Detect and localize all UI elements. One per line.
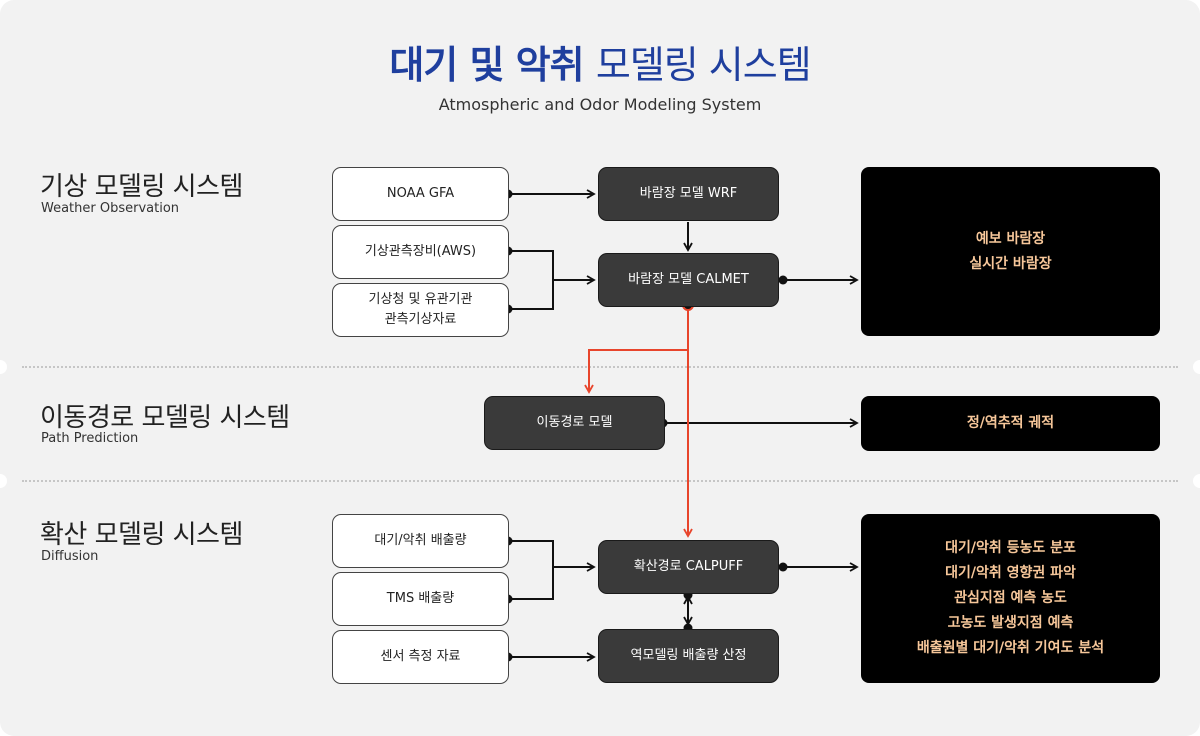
divider-notch-right-1	[1193, 360, 1200, 374]
divider-notch-left-1	[0, 360, 7, 374]
section-subtitle-weather: Weather Observation	[41, 201, 180, 216]
output-weather: 예보 바람장 실시간 바람장	[861, 167, 1160, 336]
port-calmet-out	[778, 275, 788, 285]
source-aws: 기상관측장비(AWS)	[332, 225, 509, 279]
section-title-weather: 기상 모델링 시스템	[40, 172, 243, 202]
section-divider-2	[22, 480, 1178, 482]
output-weather-item: 예보 바람장	[975, 230, 1046, 247]
source-sensor: 센서 측정 자료	[332, 630, 509, 684]
output-diffusion: 대기/악취 등농도 분포 대기/악취 영향권 파악 관심지점 예측 농도 고농도…	[861, 514, 1160, 683]
output-diffusion-item: 고농도 발생지점 예측	[947, 615, 1074, 631]
source-tms: TMS 배출량	[332, 572, 509, 626]
wire-aws-merge	[508, 250, 554, 310]
output-diffusion-item: 배출원별 대기/악취 기여도 분석	[916, 640, 1105, 656]
output-diffusion-item: 대기/악취 등농도 분포	[945, 540, 1076, 556]
section-subtitle-diffusion: Diffusion	[41, 549, 99, 564]
section-divider-1	[22, 366, 1178, 368]
title-light: 모델링 시스템	[595, 43, 812, 87]
section-subtitle-path: Path Prediction	[41, 431, 139, 446]
divider-notch-left-2	[0, 474, 7, 488]
source-emission: 대기/악취 배출량	[332, 514, 509, 568]
output-path: 정/역추적 궤적	[861, 396, 1160, 451]
output-path-item: 정/역추적 궤적	[966, 415, 1055, 431]
output-diffusion-item: 관심지점 예측 농도	[954, 590, 1067, 606]
page-title: 대기 및 악취 모델링 시스템	[0, 34, 1200, 89]
wire-emission-merge	[508, 540, 554, 600]
model-inverse: 역모델링 배출량 산정	[598, 629, 779, 683]
title-bold: 대기 및 악취	[389, 43, 584, 87]
port-calpuff-out	[778, 562, 788, 572]
section-title-path: 이동경로 모델링 시스템	[40, 403, 290, 433]
model-path: 이동경로 모델	[484, 396, 665, 450]
output-diffusion-item: 대기/악취 영향권 파악	[945, 565, 1076, 581]
model-calmet: 바람장 모델 CALMET	[598, 253, 779, 307]
source-noaa-gfa: NOAA GFA	[332, 167, 509, 221]
model-wrf: 바람장 모델 WRF	[598, 167, 779, 221]
section-title-diffusion: 확산 모델링 시스템	[40, 520, 243, 550]
wire-calmet-path	[584, 349, 688, 394]
divider-notch-right-2	[1193, 474, 1200, 488]
page-subtitle: Atmospheric and Odor Modeling System	[438, 95, 762, 114]
output-weather-item: 실시간 바람장	[969, 255, 1052, 272]
model-calpuff: 확산경로 CALPUFF	[598, 540, 779, 594]
source-kma: 기상청 및 유관기관 관측기상자료	[332, 283, 509, 337]
